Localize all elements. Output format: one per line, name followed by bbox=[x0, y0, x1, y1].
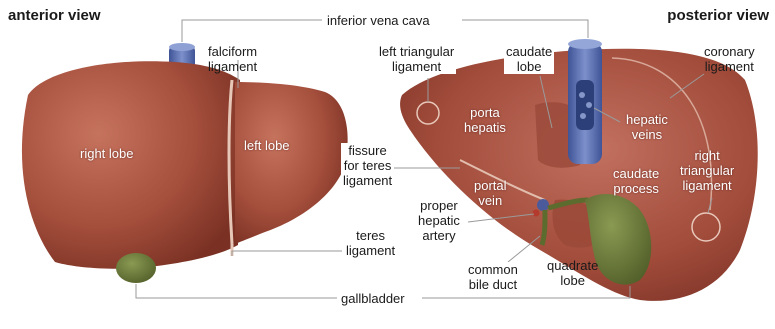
label-proper-hepatic-line1: proper bbox=[418, 198, 460, 213]
label-proper-hepatic-line2: hepatic bbox=[418, 213, 460, 228]
label-fissure-line1: fissure bbox=[343, 143, 392, 158]
label-right-triangular-line3: ligament bbox=[680, 178, 734, 193]
label-inferior-vena-cava: inferior vena cava bbox=[325, 13, 432, 28]
label-portal-vein: portal vein bbox=[474, 178, 507, 208]
label-caudate-process-line2: process bbox=[613, 181, 659, 196]
label-caudate-lobe-line1: caudate bbox=[506, 44, 552, 59]
label-bile-duct-line2: bile duct bbox=[468, 277, 518, 292]
proper-hepatic-artery-stump bbox=[533, 210, 540, 217]
label-caudate-process-line1: caudate bbox=[613, 166, 659, 181]
label-teres-ligament: teres ligament bbox=[344, 228, 397, 258]
label-falciform-line2: ligament bbox=[208, 59, 257, 74]
label-quadrate-line2: lobe bbox=[547, 273, 598, 288]
label-bile-duct-line1: common bbox=[468, 262, 518, 277]
label-teres-line1: teres bbox=[346, 228, 395, 243]
portal-vein-stump bbox=[537, 199, 549, 211]
hepatic-vein-3 bbox=[580, 113, 586, 119]
label-coronary-ligament: coronary ligament bbox=[704, 44, 755, 74]
anterior-view-heading: anterior view bbox=[8, 8, 101, 23]
label-teres-line2: ligament bbox=[346, 243, 395, 258]
label-quadrate-line1: quadrate bbox=[547, 258, 598, 273]
label-coronary-line2: ligament bbox=[704, 59, 755, 74]
label-fissure-line3: ligament bbox=[343, 173, 392, 188]
hepatic-vein-2 bbox=[586, 102, 592, 108]
label-right-lobe: right lobe bbox=[80, 146, 133, 161]
label-hepatic-veins: hepatic veins bbox=[626, 112, 668, 142]
teres-leader bbox=[232, 251, 342, 256]
label-left-lobe: left lobe bbox=[244, 138, 290, 153]
label-right-triangular-ligament: right triangular ligament bbox=[680, 148, 734, 193]
anterior-liver bbox=[22, 43, 348, 283]
anterior-right-lobe-shape bbox=[22, 61, 240, 269]
hepatic-vein-1 bbox=[579, 92, 585, 98]
label-porta-hepatis: porta hepatis bbox=[464, 105, 506, 135]
label-caudate-lobe-line2: lobe bbox=[506, 59, 552, 74]
label-caudate-process: caudate process bbox=[613, 166, 659, 196]
label-falciform-line1: falciform bbox=[208, 44, 257, 59]
anterior-left-lobe-shape bbox=[235, 82, 348, 244]
label-left-triangular-ligament: left triangular ligament bbox=[377, 44, 456, 74]
posterior-ivc-top bbox=[568, 39, 602, 49]
label-quadrate-lobe: quadrate lobe bbox=[547, 258, 598, 288]
label-right-triangular-line1: right bbox=[680, 148, 734, 163]
label-hepatic-veins-line1: hepatic bbox=[626, 112, 668, 127]
label-proper-hepatic-line3: artery bbox=[418, 228, 460, 243]
label-coronary-line1: coronary bbox=[704, 44, 755, 59]
anterior-ivc-top bbox=[169, 43, 195, 51]
posterior-view-heading: posterior view bbox=[667, 8, 769, 23]
label-hepatic-veins-line2: veins bbox=[626, 127, 668, 142]
label-portal-vein-line2: vein bbox=[474, 193, 507, 208]
label-porta-line2: hepatis bbox=[464, 120, 506, 135]
label-falciform-ligament: falciform ligament bbox=[208, 44, 257, 74]
label-right-triangular-line2: triangular bbox=[680, 163, 734, 178]
label-caudate-lobe: caudate lobe bbox=[504, 44, 554, 74]
label-fissure-teres: fissure for teres ligament bbox=[341, 143, 394, 188]
label-common-bile-duct: common bile duct bbox=[466, 262, 520, 292]
label-portal-vein-line1: portal bbox=[474, 178, 507, 193]
label-porta-line1: porta bbox=[464, 105, 506, 120]
label-proper-hepatic-artery: proper hepatic artery bbox=[416, 198, 462, 243]
label-left-triangular-line1: left triangular bbox=[379, 44, 454, 59]
label-gallbladder: gallbladder bbox=[339, 291, 407, 306]
label-fissure-line2: for teres bbox=[343, 158, 392, 173]
label-left-triangular-line2: ligament bbox=[379, 59, 454, 74]
anterior-gallbladder bbox=[116, 253, 156, 283]
